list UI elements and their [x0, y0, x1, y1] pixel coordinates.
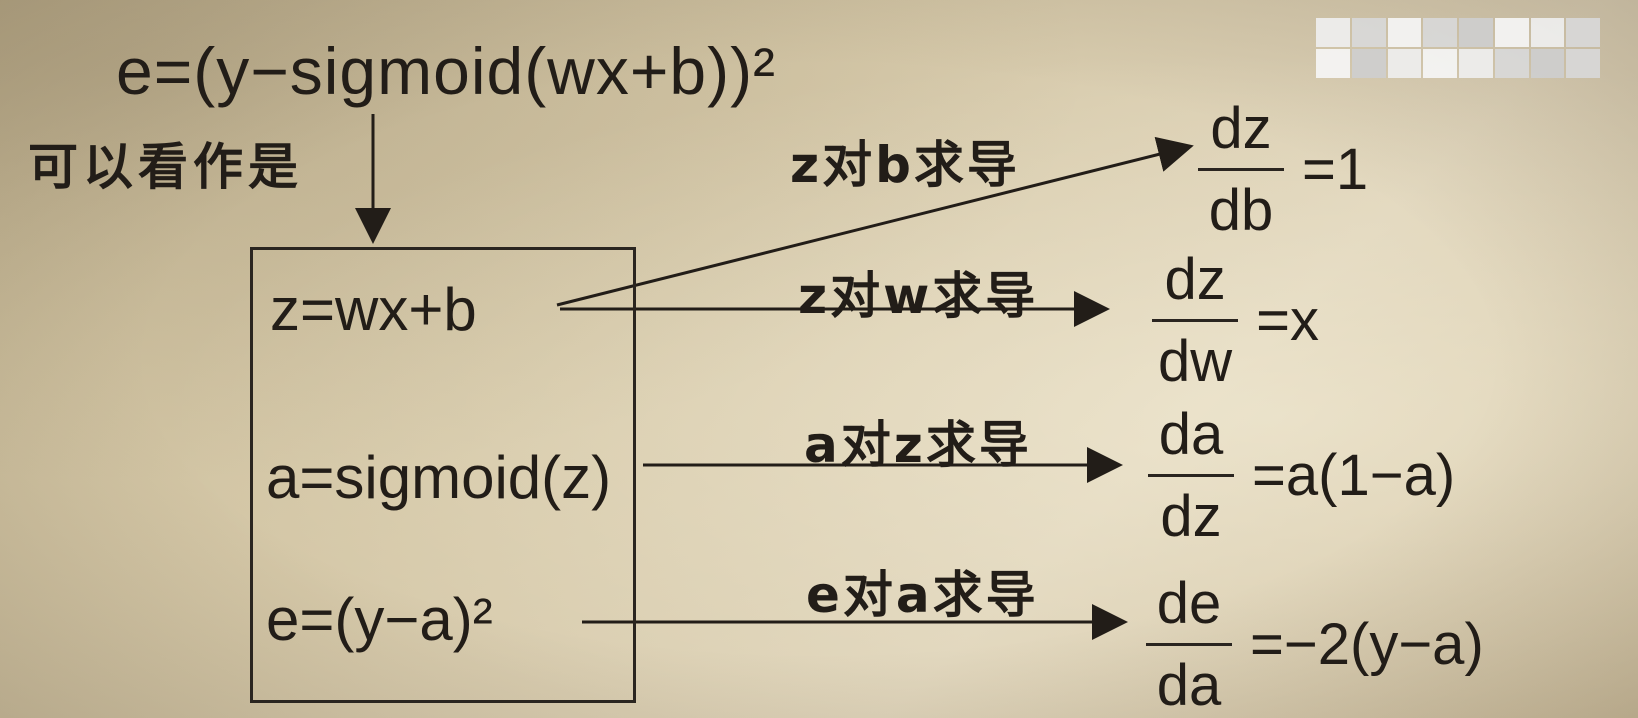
original-error-formula: e=(y−sigmoid(wx+b))²	[116, 34, 777, 108]
fraction-denominator: dw	[1158, 329, 1233, 394]
fraction-denominator: da	[1156, 653, 1222, 718]
blurred-cell	[1530, 49, 1565, 78]
decomposition-note: 可以看作是	[28, 138, 303, 196]
blurred-cell	[1494, 18, 1529, 47]
fraction-numerator: dz	[1210, 96, 1272, 161]
fraction-numerator: dz	[1164, 247, 1226, 312]
blurred-cell	[1387, 18, 1422, 47]
fraction-numerator: de	[1156, 571, 1222, 636]
blurred-cell	[1423, 49, 1457, 78]
derivative-result: =1	[1302, 137, 1369, 202]
fraction-bar	[1148, 474, 1234, 477]
derivative-da-dz: da dz =a(1−a)	[1148, 406, 1455, 546]
blurred-cell	[1387, 49, 1422, 78]
blurred-cell	[1530, 18, 1565, 47]
blurred-cell	[1566, 49, 1600, 78]
equation-e: e=(y−a)²	[266, 586, 493, 653]
derivative-de-da: de da =−2(y−a)	[1146, 575, 1484, 715]
blurred-cell	[1566, 18, 1600, 47]
blurred-cell	[1316, 18, 1350, 47]
fraction-dz-dw: dz dw	[1152, 247, 1239, 394]
branch-label-e-a: e对a求导	[806, 566, 1039, 624]
branch-label-z-b: z对b求导	[790, 136, 1020, 194]
blurred-cell	[1494, 49, 1529, 78]
derivative-dz-db: dz db =1	[1198, 100, 1368, 240]
decomposition-box	[250, 247, 636, 703]
fraction-de-da: de da	[1146, 575, 1232, 715]
fraction-bar	[1152, 319, 1239, 322]
derivative-result: =x	[1256, 288, 1320, 353]
branch-label-a-z: a对z求导	[804, 416, 1032, 474]
blurred-cell	[1351, 49, 1386, 78]
equation-a: a=sigmoid(z)	[266, 444, 612, 511]
derivative-dz-dw: dz dw =x	[1152, 251, 1319, 391]
fraction-da-dz: da dz	[1148, 406, 1234, 546]
blurred-cell	[1316, 49, 1350, 78]
derivative-result: =a(1−a)	[1252, 443, 1456, 508]
equation-z: z=wx+b	[270, 276, 477, 343]
branch-label-z-w: z对w求导	[798, 267, 1039, 325]
fraction-bar	[1198, 168, 1284, 171]
fraction-bar	[1146, 643, 1232, 646]
derivative-result: =−2(y−a)	[1250, 612, 1484, 677]
fraction-denominator: dz	[1160, 484, 1222, 549]
blurred-cell	[1351, 18, 1386, 47]
blurred-watermark-area	[1316, 18, 1600, 78]
fraction-dz-db: dz db	[1198, 100, 1284, 240]
blurred-cell	[1423, 18, 1457, 47]
fraction-denominator: db	[1208, 178, 1274, 243]
blurred-cell	[1459, 18, 1493, 47]
branch-arrow-z-b	[556, 136, 1194, 307]
fraction-numerator: da	[1158, 402, 1224, 467]
blurred-cell	[1459, 49, 1493, 78]
